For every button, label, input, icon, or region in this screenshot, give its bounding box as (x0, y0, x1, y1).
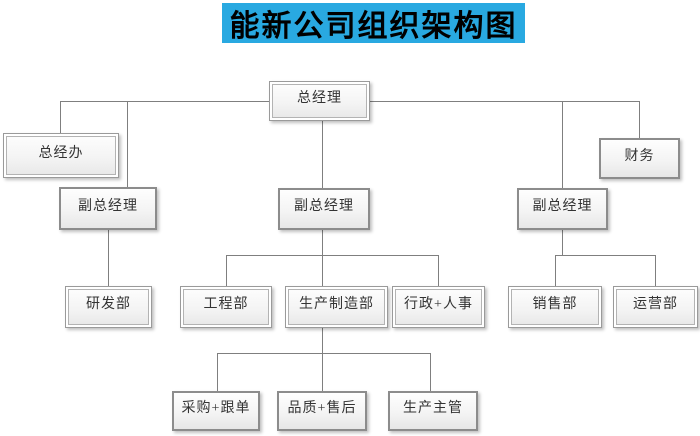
connector-line (226, 255, 227, 286)
connector-line (60, 101, 61, 133)
org-node-engineering-dept: 工程部 (180, 286, 272, 328)
org-node-gm-office: 总经办 (3, 133, 119, 178)
org-node-finance: 财务 (599, 138, 680, 179)
connector-line (555, 255, 655, 256)
connector-line (226, 255, 438, 256)
org-node-general-manager: 总经理 (269, 81, 370, 121)
connector-line (555, 255, 556, 286)
connector-line (217, 353, 430, 354)
org-node-production-supervisor: 生产主管 (388, 391, 478, 431)
org-node-production-dept: 生产制造部 (285, 286, 388, 328)
connector-line (108, 230, 109, 286)
org-node-purchasing-merchandising: 采购+跟单 (172, 391, 260, 431)
connector-line (217, 353, 218, 391)
org-node-deputy-gm-left: 副总经理 (59, 187, 157, 230)
org-node-rd-dept: 研发部 (65, 286, 152, 328)
org-node-sales-dept: 销售部 (508, 286, 602, 328)
connector-line (655, 255, 656, 286)
org-node-deputy-gm-mid: 副总经理 (278, 188, 370, 230)
org-node-operations-dept: 运营部 (613, 286, 698, 328)
connector-line (430, 353, 431, 391)
org-node-admin-hr: 行政+人事 (392, 286, 485, 328)
page-title: 能新公司组织架构图 (222, 3, 525, 43)
connector-line (322, 121, 323, 188)
connector-line (562, 101, 563, 188)
connector-line (127, 101, 128, 187)
connector-line (438, 255, 439, 286)
connector-line (562, 230, 563, 255)
org-node-quality-aftersales: 品质+售后 (277, 391, 367, 431)
org-node-deputy-gm-right: 副总经理 (517, 188, 608, 230)
connector-line (639, 101, 640, 138)
